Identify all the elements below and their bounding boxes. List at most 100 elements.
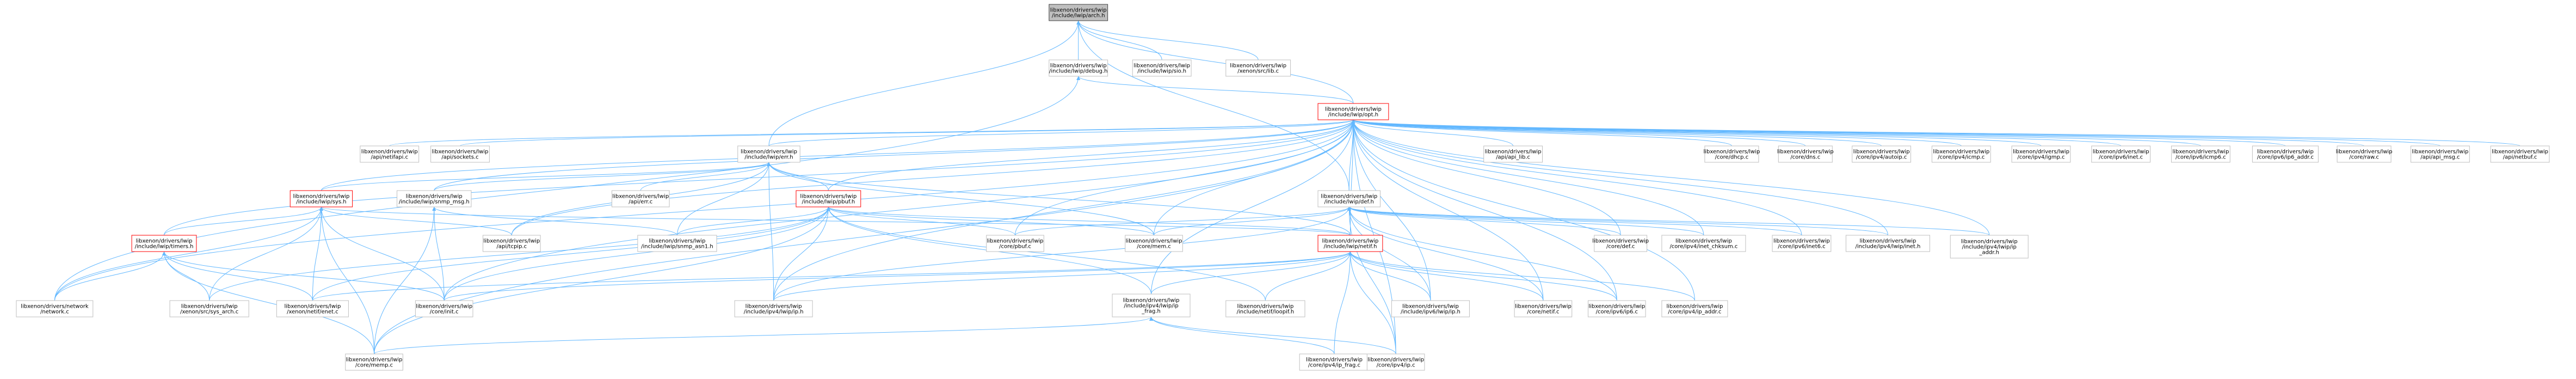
edge-init-to-opt (443, 119, 1355, 301)
node-timers[interactable]: libxenon/drivers/lwip/include/lwip/timer… (131, 235, 197, 252)
edge-netbuf-to-opt (1352, 119, 2520, 146)
node-label-line: /core/ipv4/icmp.c (1938, 155, 1985, 161)
edge-ip6-to-def_h (1347, 206, 1617, 301)
node-arch[interactable]: libxenon/drivers/lwip/include/lwip/arch.… (1049, 4, 1108, 21)
node-enet[interactable]: libxenon/drivers/lwip/xenon/netif/enet.c (276, 300, 349, 317)
node-network[interactable]: libxenon/drivers/network/network.c (16, 300, 94, 317)
node-label-line: /core/ipv4/inet_chksum.c (1669, 244, 1737, 250)
node-api_netifapi[interactable]: libxenon/drivers/lwip/api/netifapi.c (360, 145, 420, 163)
edge-igmp-to-opt (1351, 119, 2042, 146)
edge-snmp_asn1-to-snmp_msg (432, 206, 677, 236)
node-label-line: /network.c (40, 309, 69, 315)
node-snmp_asn1[interactable]: libxenon/drivers/lwip/include/lwip/snmp_… (637, 235, 717, 252)
node-pbuf_c[interactable]: libxenon/drivers/lwip/core/pbuf.c (986, 235, 1044, 252)
node-opt[interactable]: libxenon/drivers/lwip/include/lwip/opt.h (1317, 103, 1389, 120)
node-label-line: libxenon/drivers/lwip (2336, 149, 2393, 155)
node-raw[interactable]: libxenon/drivers/lwip/core/raw.c (2336, 145, 2393, 163)
node-label-line: /core/ipv4/autoip.c (1856, 155, 1907, 161)
node-ip6_addr[interactable]: libxenon/drivers/lwip/core/ipv6/ip6_addr… (2252, 145, 2319, 163)
node-inet_c[interactable]: libxenon/drivers/lwip/core/ipv6/inet.c (2091, 145, 2151, 163)
node-inet_chksum[interactable]: libxenon/drivers/lwip/core/ipv4/inet_chk… (1661, 235, 1746, 252)
node-netbuf[interactable]: libxenon/drivers/lwip/api/netbuf.c (2490, 145, 2550, 163)
node-igmp[interactable]: libxenon/drivers/lwip/core/ipv4/igmp.c (2011, 145, 2071, 163)
node-dhcp[interactable]: libxenon/drivers/lwip/core/dhcp.c (1703, 145, 1760, 163)
node-def_c[interactable]: libxenon/drivers/lwip/core/def.c (1592, 235, 1649, 252)
node-memp[interactable]: libxenon/drivers/lwip/core/memp.c (345, 353, 403, 371)
node-loopif[interactable]: libxenon/drivers/lwip/include/netif/loop… (1225, 300, 1305, 317)
node-ip_c[interactable]: libxenon/drivers/lwip/core/ipv4/ip.c (1366, 353, 1425, 371)
node-label-line: libxenon/drivers/lwip (1322, 239, 1378, 244)
node-label-line: libxenon/drivers/lwip (1325, 107, 1382, 113)
node-ipv4_ip_h[interactable]: libxenon/drivers/lwip/include/ipv4/lwip/… (734, 300, 813, 317)
node-box (1049, 59, 1108, 77)
node-label-line: libxenon/drivers/lwip (2013, 149, 2069, 155)
node-netif_h[interactable]: libxenon/drivers/lwip/include/lwip/netif… (1317, 235, 1383, 252)
node-snmp_msg[interactable]: libxenon/drivers/lwip/include/lwip/snmp_… (397, 190, 472, 207)
node-label-line: libxenon/drivers/lwip (987, 239, 1044, 244)
node-ipv6_ip_h[interactable]: libxenon/drivers/lwip/include/ipv6/lwip/… (1391, 300, 1470, 317)
node-label-line: libxenon/drivers/lwip (1666, 304, 1723, 310)
node-dns[interactable]: libxenon/drivers/lwip/core/dns.c (1777, 145, 1834, 163)
node-api_err[interactable]: libxenon/drivers/lwip/api/err.c (611, 190, 670, 207)
node-label-line: /api/netifapi.c (371, 155, 408, 161)
edge-ip6-to-netif_h (1348, 251, 1617, 301)
node-label-line: /include/ipv4/lwip/inet.h (1855, 244, 1920, 250)
node-libc[interactable]: libxenon/drivers/lwip/xenon/src/lib.c (1225, 59, 1291, 77)
node-sys_arch[interactable]: libxenon/drivers/lwip/xenon/src/sys_arch… (169, 300, 249, 317)
node-icmp[interactable]: libxenon/drivers/lwip/core/ipv4/icmp.c (1931, 145, 1991, 163)
edge-inet_chksum-to-opt (1351, 119, 1704, 236)
node-pbuf_h[interactable]: libxenon/drivers/lwip/include/lwip/pbuf.… (796, 190, 861, 207)
node-debug[interactable]: libxenon/drivers/lwip/include/lwip/debug… (1049, 59, 1108, 77)
node-ip_frag_c[interactable]: libxenon/drivers/lwip/core/ipv4/ip_frag.… (1299, 353, 1370, 371)
node-label-line: /core/ipv6/ip6.c (1596, 309, 1638, 315)
node-label-line: libxenon/drivers/lwip (1050, 63, 1107, 69)
node-ip_addr_h[interactable]: libxenon/drivers/lwip/include/ipv4/lwip/… (1950, 235, 2029, 259)
node-api_msg[interactable]: libxenon/drivers/lwip/api/api_msg.c (2410, 145, 2470, 163)
edge-inet6-to-opt (1351, 119, 1802, 236)
edges-layer (54, 20, 2520, 354)
node-label-line: /core/ipv4/ip_frag.c (1308, 363, 1360, 369)
node-ip_frag_h[interactable]: libxenon/drivers/lwip/include/ipv4/lwip/… (1112, 294, 1191, 317)
node-label-line: /core/ipv6/inet6.c (1778, 244, 1825, 250)
node-tcpip[interactable]: libxenon/drivers/lwip/api/tcpip.c (483, 235, 541, 252)
node-icmp6[interactable]: libxenon/drivers/lwip/core/ipv6/icmp6.c (2171, 145, 2230, 163)
node-sio[interactable]: libxenon/drivers/lwip/include/lwip/sio.h (1132, 59, 1192, 77)
edge-loopif-to-netif_h (1265, 251, 1352, 301)
edge-memp-to-ip_frag_h (374, 316, 1153, 354)
node-err[interactable]: libxenon/drivers/lwip/include/lwip/err.h (737, 145, 800, 163)
edge-ipv4_ip_h-to-opt (773, 119, 1355, 301)
edge-network-to-sys (54, 206, 323, 301)
node-ipv4_inet_h[interactable]: libxenon/drivers/lwip/include/ipv4/lwip/… (1845, 235, 1930, 252)
edge-netif_c-to-opt (1351, 119, 1544, 301)
node-label-line: libxenon/drivers/lwip (2492, 149, 2548, 155)
node-autoip[interactable]: libxenon/drivers/lwip/core/ipv4/autoip.c (1852, 145, 1912, 163)
edge-snmp_msg-to-err (434, 162, 771, 191)
edge-api_err-to-err (640, 162, 771, 191)
node-box (1225, 59, 1291, 77)
edge-icmp-to-opt (1351, 119, 1962, 146)
node-box (345, 353, 403, 371)
edge-api_netifapi-to-opt (389, 119, 1355, 146)
node-sys[interactable]: libxenon/drivers/lwip/include/lwip/sys.h (289, 190, 353, 207)
node-box (1852, 145, 1912, 163)
node-label-line: libxenon/drivers/lwip (483, 239, 540, 244)
node-label-line: /core/ipv6/inet.c (2099, 155, 2143, 161)
node-inet6[interactable]: libxenon/drivers/lwip/core/ipv6/inet6.c (1772, 235, 1832, 252)
edge-ip_c-to-netif_h (1348, 251, 1396, 354)
node-box (169, 300, 249, 317)
node-api_lib[interactable]: libxenon/drivers/lwip/api/api_lib.c (1483, 145, 1543, 163)
node-mem_c[interactable]: libxenon/drivers/lwip/core/mem.c (1125, 235, 1183, 252)
node-netif_c[interactable]: libxenon/drivers/lwip/core/netif.c (1514, 300, 1573, 317)
node-label-line: libxenon/drivers/lwip (1050, 8, 1107, 14)
edge-inet_c-to-opt (1351, 119, 2122, 146)
node-ip_addr_c[interactable]: libxenon/drivers/lwip/core/ipv4/ip_addr.… (1661, 300, 1728, 317)
node-label-line: libxenon/drivers/lwip (1961, 239, 2018, 245)
node-box (1366, 353, 1425, 371)
edge-ipv4_ip_h-to-def_h (773, 206, 1351, 301)
edge-snmp_asn1-to-err (676, 162, 771, 236)
node-def_h[interactable]: libxenon/drivers/lwip/include/lwip/def.h (1317, 190, 1381, 207)
node-ip6[interactable]: libxenon/drivers/lwip/core/ipv6/ip6.c (1588, 300, 1646, 317)
node-init[interactable]: libxenon/drivers/lwip/core/init.c (415, 300, 473, 317)
node-api_sockets[interactable]: libxenon/drivers/lwip/api/sockets.c (430, 145, 490, 163)
node-box (2337, 145, 2392, 163)
